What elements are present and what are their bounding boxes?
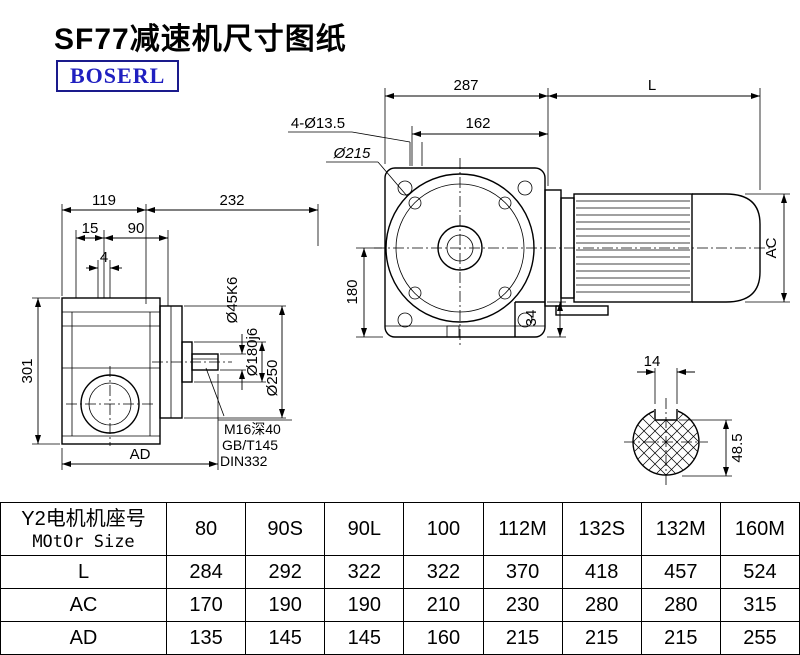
dim-287: 287	[453, 77, 478, 94]
table-cell: 280	[561, 588, 642, 622]
table-cell: 170	[165, 588, 247, 622]
table-cell: 322	[403, 555, 484, 589]
table-row-AD: AD 135 145 145 160 215 215 215 255	[0, 621, 800, 655]
dim-4: 4	[100, 249, 108, 266]
table-header-row: Y2电机机座号 MOtOr Size 80 90S 90L 100 112M 1…	[0, 502, 800, 556]
dim-L: L	[648, 77, 656, 94]
dim-90: 90	[128, 220, 145, 237]
note-standard-din: DIN332	[220, 453, 268, 469]
dim-15: 15	[82, 220, 99, 237]
dim-flange-dia: Ø250	[264, 360, 281, 397]
motor-foot	[555, 305, 609, 316]
brand-text: BOSERL	[70, 63, 166, 88]
column-header-160m: 160M	[719, 502, 800, 556]
brand-logo-box: BOSERL	[56, 60, 180, 92]
table-cell: 457	[640, 555, 721, 589]
technical-drawing: 119 232 15 90 4 301 AD Ø45K6 Ø180j6	[19, 77, 790, 486]
corner-hole	[517, 312, 533, 328]
dim-34: 34	[523, 310, 540, 327]
table-cell: 255	[719, 621, 800, 655]
table-cell: 190	[324, 588, 405, 622]
corner-hole	[517, 180, 533, 196]
table-cell: 284	[165, 555, 247, 589]
motor-body	[573, 193, 693, 303]
column-header-100: 100	[403, 502, 484, 556]
table-row-AC: AC 170 190 190 210 230 280 280 315	[0, 588, 800, 622]
note-tap-hole: M16深40	[224, 421, 281, 437]
motor	[544, 189, 761, 316]
dim-48-5: 48.5	[729, 433, 746, 462]
dim-14: 14	[644, 353, 661, 370]
table-cell: 145	[245, 621, 326, 655]
dim-shaft-dia: Ø45K6	[224, 277, 241, 324]
column-header-80: 80	[165, 502, 247, 556]
table-header-line2: MOtOr Size	[32, 531, 135, 552]
table-cell: 215	[561, 621, 642, 655]
table-header-line1: Y2电机机座号	[21, 507, 146, 530]
table-cell: 418	[561, 555, 642, 589]
gearbox-body	[61, 297, 161, 445]
table-row-L: L 284 292 322 322 370 418 457 524	[0, 555, 800, 589]
table-cell: 230	[482, 588, 563, 622]
table-cell: 215	[640, 621, 721, 655]
table-cell: 370	[482, 555, 563, 589]
note-standard-gb: GB/T145	[222, 437, 278, 453]
side-view-dimensions: 119 232 15 90 4 301 AD Ø45K6 Ø180j6	[19, 192, 319, 470]
dim-180: 180	[344, 279, 361, 304]
table-cell: 145	[324, 621, 405, 655]
table-cell: 315	[719, 588, 800, 622]
table-cell: 322	[324, 555, 405, 589]
shaft-section-dimensions: 14 48.5	[637, 353, 746, 477]
table-cell: 160	[403, 621, 484, 655]
table-header-label: Y2电机机座号 MOtOr Size	[0, 502, 167, 556]
column-header-90s: 90S	[245, 502, 326, 556]
row-label-AC: AC	[0, 588, 167, 622]
table-cell: 280	[640, 588, 721, 622]
table-cell: 210	[403, 588, 484, 622]
dim-AC: AC	[763, 237, 780, 258]
corner-hole	[397, 180, 413, 196]
dim-bolt-holes: 4-Ø13.5	[291, 115, 345, 132]
motor-rear-cap	[692, 193, 761, 303]
side-view	[61, 297, 232, 446]
row-label-L: L	[0, 555, 167, 589]
table-cell: 190	[245, 588, 326, 622]
column-header-112m: 112M	[482, 502, 563, 556]
dim-301: 301	[19, 358, 36, 383]
dim-162: 162	[465, 115, 490, 132]
table-cell: 524	[719, 555, 800, 589]
page-title: SF77减速机尺寸图纸	[54, 23, 347, 56]
motor-size-table: Y2电机机座号 MOtOr Size 80 90S 90L 100 112M 1…	[0, 502, 800, 655]
dim-spigot-dia: Ø180j6	[244, 328, 261, 376]
table-cell: 135	[165, 621, 247, 655]
dim-232: 232	[219, 192, 244, 209]
column-header-90l: 90L	[324, 502, 405, 556]
table-cell: 292	[245, 555, 326, 589]
column-header-132m: 132M	[640, 502, 721, 556]
front-view-dimensions: 287 L 162 4-Ø13.5 Ø215 180 34 AC	[288, 77, 790, 338]
dim-pilot-dia: Ø215	[333, 145, 371, 162]
shaft-section	[624, 398, 708, 486]
dim-AD: AD	[130, 446, 151, 463]
corner-hole	[397, 312, 413, 328]
front-view	[374, 158, 772, 348]
dim-119: 119	[92, 192, 116, 209]
table-cell: 215	[482, 621, 563, 655]
column-header-132s: 132S	[561, 502, 642, 556]
row-label-AD: AD	[0, 621, 167, 655]
